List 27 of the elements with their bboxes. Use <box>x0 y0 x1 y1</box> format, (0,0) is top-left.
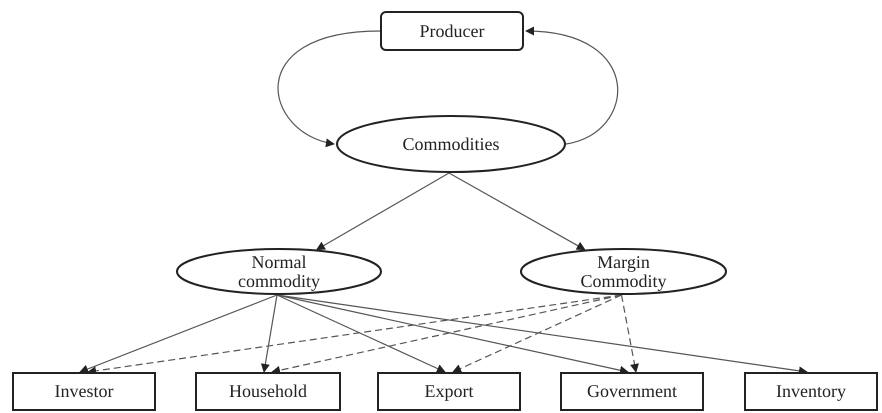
rectangle-box <box>377 372 521 411</box>
arrow <box>79 294 278 374</box>
node-label: Export <box>424 382 474 401</box>
ellipse-node <box>520 248 727 295</box>
rectangle-box <box>195 372 341 411</box>
rectangle-box <box>744 372 878 411</box>
arrow <box>316 172 450 250</box>
node-label: Commodities <box>402 134 500 154</box>
arrow <box>620 294 639 373</box>
arrow <box>525 27 618 145</box>
node-label: Producer <box>420 22 484 40</box>
ellipse-node <box>336 115 566 173</box>
node-label: Inventory <box>776 382 846 401</box>
arrow <box>452 294 622 373</box>
arrow <box>448 172 586 250</box>
ellipse-node <box>176 248 382 295</box>
rectangle-box <box>560 372 704 411</box>
node-label: Normal commodity <box>237 252 321 290</box>
rectangle-box <box>12 372 156 411</box>
rounded-box <box>380 11 524 51</box>
arrow <box>276 294 446 373</box>
node-label: Household <box>229 382 307 401</box>
node-label: Margin Commodity <box>579 252 668 290</box>
node-label: Government <box>587 382 677 401</box>
arrow <box>278 30 380 146</box>
node-label: Investor <box>54 382 114 401</box>
arrow <box>260 294 278 373</box>
